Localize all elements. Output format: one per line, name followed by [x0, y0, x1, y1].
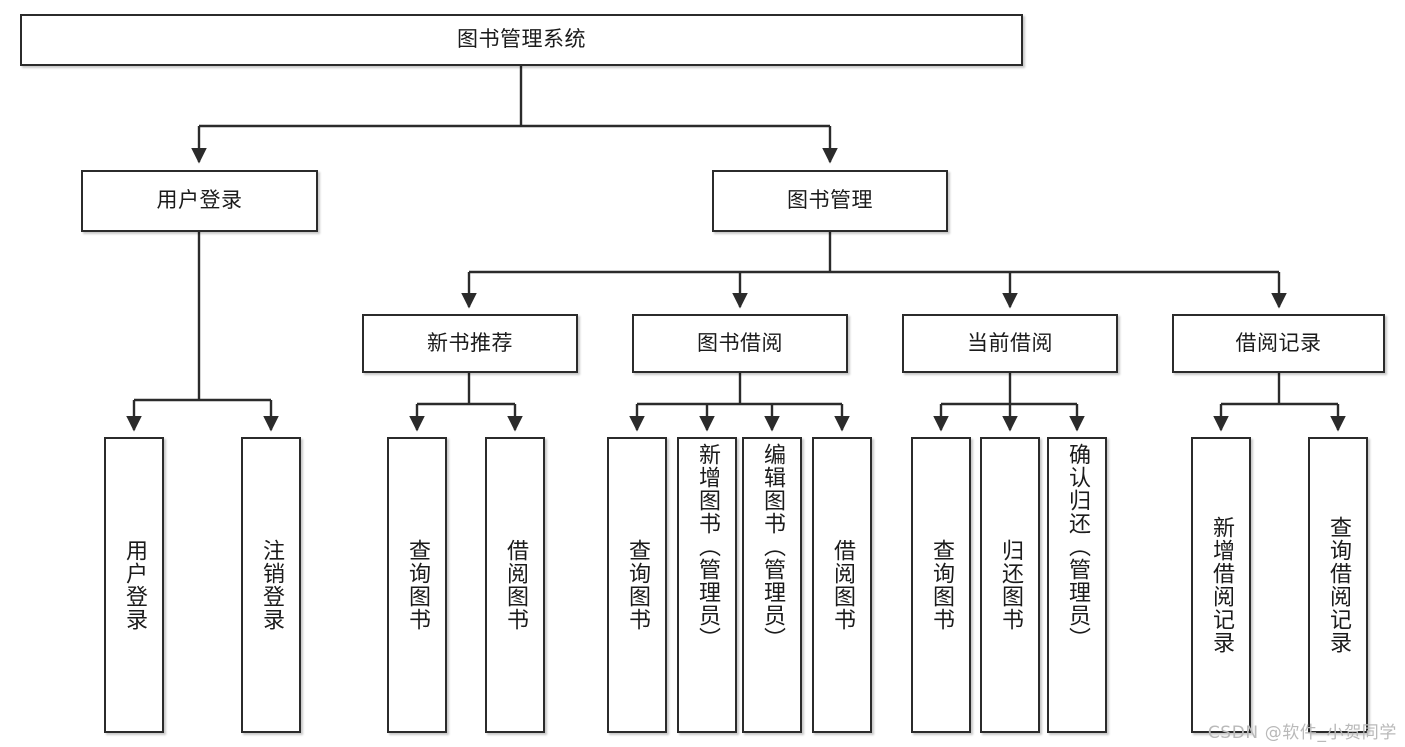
watermark-text: CSDN @软件_小贺同学	[1207, 723, 1397, 743]
node-leaf-borrow-book-1[interactable]: 借阅图书	[485, 437, 545, 733]
node-book-management-system[interactable]: 图书管理系统	[20, 14, 1023, 66]
node-label: 当前借阅	[967, 330, 1053, 355]
node-label: 查询借阅记录	[1325, 516, 1351, 654]
node-label: 用户登录	[121, 539, 147, 631]
node-label: 查询图书	[404, 539, 430, 631]
node-leaf-user-login[interactable]: 用户登录	[104, 437, 164, 733]
node-label: 图书管理	[787, 188, 873, 213]
node-leaf-logout-login[interactable]: 注销登录	[241, 437, 301, 733]
node-book-management[interactable]: 图书管理	[712, 170, 948, 232]
node-label: 图书管理系统	[457, 27, 586, 52]
node-label: 新增借阅记录	[1208, 516, 1234, 654]
node-label: 借阅图书	[829, 539, 855, 631]
node-leaf-query-book-3[interactable]: 查询图书	[911, 437, 971, 733]
node-borrow-record[interactable]: 借阅记录	[1172, 314, 1385, 373]
node-current-borrow[interactable]: 当前借阅	[902, 314, 1118, 373]
node-label: 归还图书	[997, 539, 1023, 631]
node-label: 查询图书	[624, 539, 650, 631]
node-book-borrow[interactable]: 图书借阅	[632, 314, 848, 373]
node-leaf-borrow-book-2[interactable]: 借阅图书	[812, 437, 872, 733]
node-label: 新增图书（管理员）	[694, 443, 720, 650]
node-user-login[interactable]: 用户登录	[81, 170, 318, 232]
node-leaf-add-book-admin[interactable]: 新增图书（管理员）	[677, 437, 737, 733]
node-leaf-query-book-1[interactable]: 查询图书	[387, 437, 447, 733]
node-label: 图书借阅	[697, 330, 783, 355]
node-new-book-recommend[interactable]: 新书推荐	[362, 314, 578, 373]
node-label: 注销登录	[258, 539, 284, 631]
node-label: 新书推荐	[427, 330, 513, 355]
node-leaf-edit-book-admin[interactable]: 编辑图书（管理员）	[742, 437, 802, 733]
node-leaf-query-book-2[interactable]: 查询图书	[607, 437, 667, 733]
node-label: 确认归还（管理员）	[1064, 443, 1090, 650]
node-leaf-confirm-return-admin[interactable]: 确认归还（管理员）	[1047, 437, 1107, 733]
node-label: 查询图书	[928, 539, 954, 631]
node-leaf-add-borrow-record[interactable]: 新增借阅记录	[1191, 437, 1251, 733]
node-leaf-return-book[interactable]: 归还图书	[980, 437, 1040, 733]
node-leaf-query-borrow-record[interactable]: 查询借阅记录	[1308, 437, 1368, 733]
node-label: 编辑图书（管理员）	[759, 443, 785, 650]
node-label: 借阅图书	[502, 539, 528, 631]
node-label: 用户登录	[156, 188, 243, 213]
node-label: 借阅记录	[1235, 330, 1322, 355]
